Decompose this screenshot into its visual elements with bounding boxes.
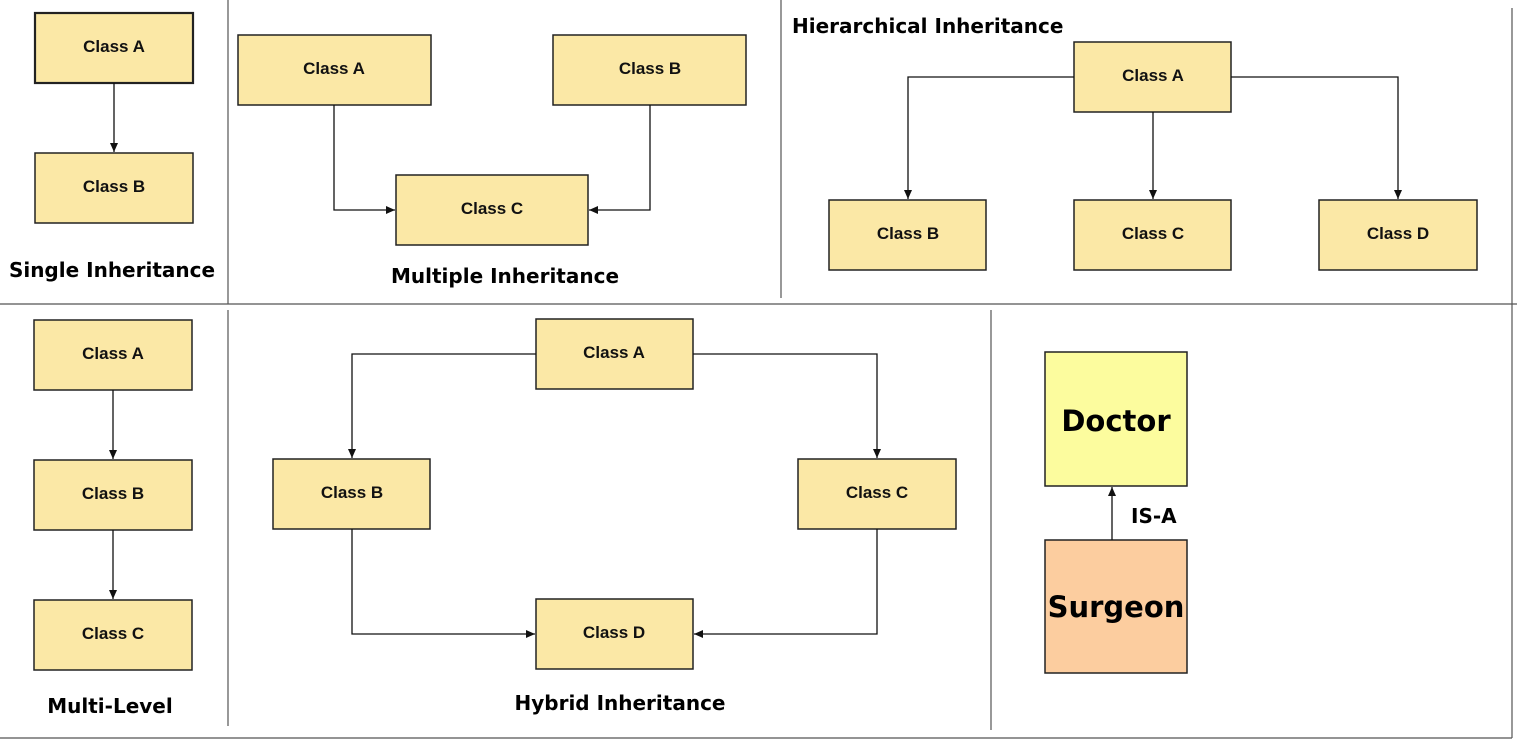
hierarchical-caption: Hierarchical Inheritance: [792, 14, 1063, 38]
multiple-inheritance-panel: Class A Class B Class C Multiple Inherit…: [237, 34, 747, 288]
surgeon-box: [1044, 539, 1188, 674]
doctor-label: Doctor: [1061, 404, 1171, 438]
multilevel-inheritance-panel: Class A Class B Class C Multi-Level: [33, 319, 193, 718]
hybrid-class-d-box: [535, 598, 694, 670]
single-class-a-label: Class A: [83, 37, 145, 56]
hierarchical-edge-a-b: [904, 76, 1074, 199]
multiple-class-a-label: Class A: [303, 59, 365, 78]
single-class-a-box: [33, 11, 195, 85]
multiple-class-c-label: Class C: [461, 199, 523, 218]
hybrid-edge-a-b: [348, 353, 536, 458]
hierarchical-class-b-label: Class B: [877, 224, 939, 243]
multilevel-class-a-label: Class A: [82, 344, 144, 363]
hierarchical-class-b-box: [828, 199, 987, 271]
single-class-b-box: [34, 152, 194, 224]
hierarchical-inheritance-panel: Hierarchical Inheritance Class A Class B…: [792, 14, 1478, 271]
multiple-caption: Multiple Inheritance: [391, 264, 619, 288]
hybrid-inheritance-panel: Class A Class B Class C Class D Hybrid I…: [272, 318, 957, 715]
hybrid-class-d-label: Class D: [583, 623, 645, 642]
hierarchical-class-d-label: Class D: [1367, 224, 1429, 243]
hierarchical-edge-a-d: [1231, 76, 1402, 199]
isa-relation-label: IS-A: [1131, 504, 1177, 528]
hierarchical-class-c-box: [1073, 199, 1232, 271]
multilevel-caption: Multi-Level: [47, 694, 172, 718]
hierarchical-class-c-label: Class C: [1122, 224, 1184, 243]
hybrid-edge-a-c: [693, 353, 881, 458]
hybrid-edge-c-d: [694, 529, 878, 638]
hybrid-class-a-label: Class A: [583, 343, 645, 362]
single-inheritance-panel: Class A Class B Single Inheritance: [9, 11, 215, 282]
isa-relationship-panel: Doctor Surgeon IS-A: [1044, 351, 1188, 674]
multiple-edge-a-c: [333, 105, 395, 214]
hybrid-edge-b-d: [351, 529, 535, 638]
multilevel-class-c-label: Class C: [82, 624, 144, 643]
single-class-b-label: Class B: [83, 177, 145, 196]
hierarchical-class-a-box: [1073, 41, 1232, 113]
hierarchical-class-d-box: [1318, 199, 1478, 271]
multiple-class-c-box: [395, 174, 589, 246]
hybrid-caption: Hybrid Inheritance: [514, 691, 725, 715]
multiple-edge-b-c: [589, 105, 651, 214]
hierarchical-class-a-label: Class A: [1122, 66, 1184, 85]
multilevel-class-b-box: [33, 459, 193, 531]
multilevel-class-b-label: Class B: [82, 484, 144, 503]
multilevel-class-a-box: [33, 319, 193, 391]
hybrid-class-b-label: Class B: [321, 483, 383, 502]
multiple-class-b-label: Class B: [619, 59, 681, 78]
hybrid-class-c-label: Class C: [846, 483, 908, 502]
surgeon-label: Surgeon: [1048, 590, 1185, 624]
single-caption: Single Inheritance: [9, 258, 215, 282]
multilevel-class-c-box: [33, 599, 193, 671]
doctor-box: [1044, 351, 1188, 487]
hybrid-class-a-box: [535, 318, 694, 390]
